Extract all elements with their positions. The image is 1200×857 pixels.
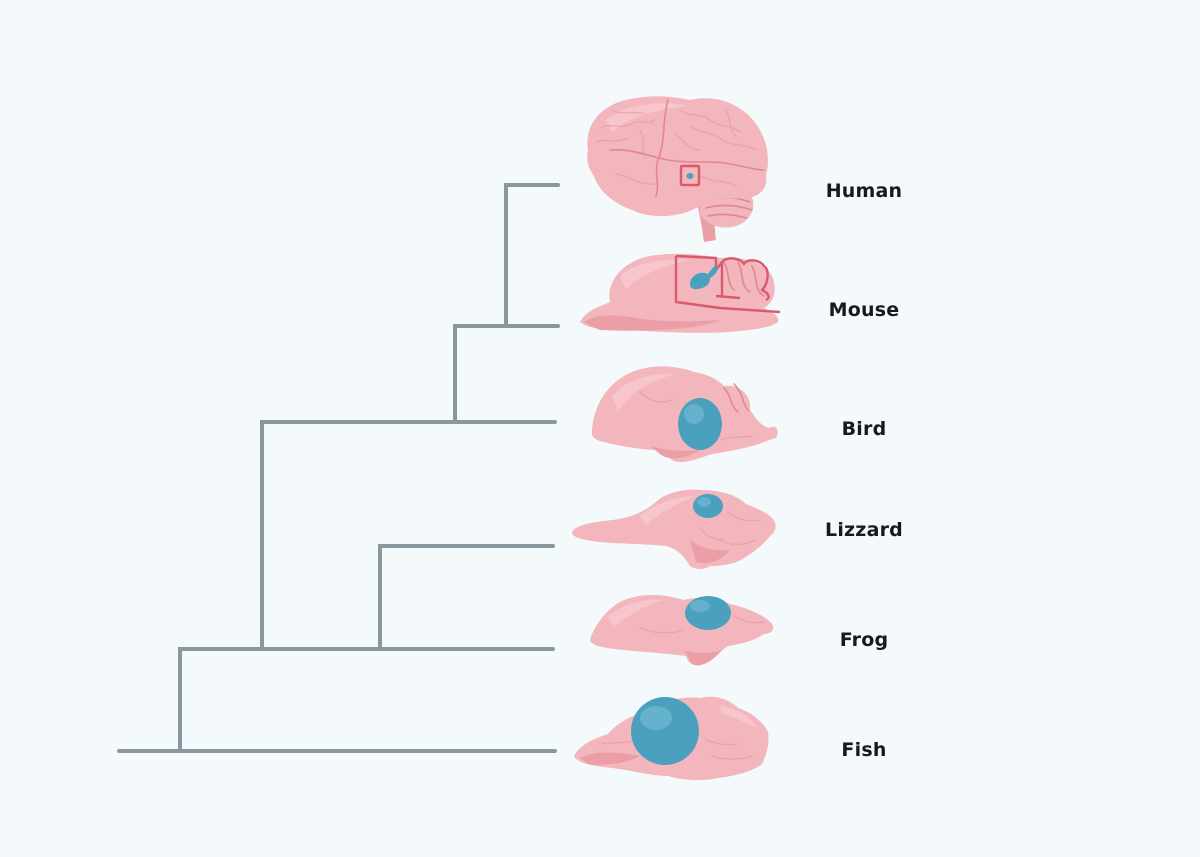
species-label-human: Human <box>825 180 903 202</box>
human-highlighted-region <box>686 173 694 179</box>
species-label-bird: Bird <box>841 418 887 440</box>
lizard-brain <box>572 489 776 569</box>
branch-human-mouse <box>504 183 560 328</box>
human-cerebrum <box>587 96 768 217</box>
human-region-outline <box>679 164 701 187</box>
mouse-highlighted-region <box>690 272 710 290</box>
bird-brain <box>592 366 778 462</box>
species-label-lizard: Lizzard <box>825 519 903 541</box>
lizard-brain-body <box>572 489 776 569</box>
branch-lizard-frog <box>378 544 555 651</box>
bird-highlighted-region <box>678 398 722 450</box>
branch-tetrapod <box>178 647 555 753</box>
branch-mammal-bird <box>453 324 557 424</box>
fish-brain <box>574 696 769 781</box>
fish-highlighted-region <box>631 697 699 765</box>
frog-highlighted-region <box>685 596 731 630</box>
human-brain <box>587 96 768 242</box>
species-label-fish: Fish <box>841 739 887 761</box>
mouse-brain <box>580 253 781 333</box>
frog-brain <box>590 595 774 666</box>
phylogenetic-tree <box>117 183 560 753</box>
species-label-mouse: Mouse <box>828 299 900 321</box>
branch-amniote-amphibian <box>260 420 457 651</box>
species-label-frog: Frog <box>839 629 889 651</box>
